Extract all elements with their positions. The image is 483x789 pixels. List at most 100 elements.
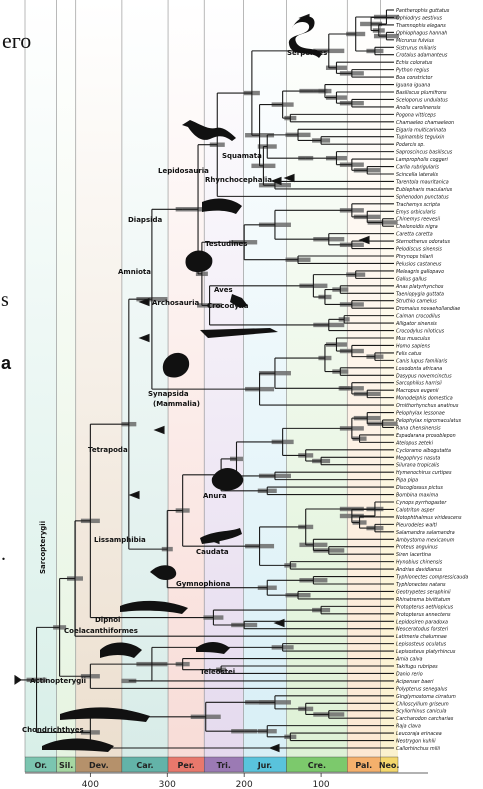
period-label: Sil. [59,761,73,770]
clade-label-aves: Aves [214,286,233,294]
clade-label-mammalia: (Mammalia) [153,400,200,408]
taxon-label: Podarcis sp. [396,142,425,148]
margin-text-a: a [1,354,11,372]
taxon-label: Scincella lateralis [396,172,438,178]
taxon-label: Meleagris gallopavo [396,269,444,275]
taxon-label: Typhlonectes compressicauda [396,575,468,581]
taxon-label: Rhinatrema bivittatum [396,597,451,603]
taxon-label: Typhlonectes natans [396,582,446,588]
clade-label-caudata: Caudata [196,548,229,556]
taxon-label: Bombina maxima [396,493,438,499]
taxon-label: Dasypus novemcinctus [396,373,452,379]
taxon-label: Raja clava [396,724,421,730]
taxon-label: Proteus anguinus [396,545,438,551]
taxon-label: Discoglossus pictus [396,485,443,491]
taxon-label: Boa constrictor [396,75,433,81]
taxon-label: Mus musculus [396,336,430,342]
taxon-label: Protopterus aethiopicus [396,604,454,610]
taxon-label: Neoceratodus forsteri [396,627,449,633]
clade-label-lissamphibia: Lissamphibia [94,536,146,544]
taxon-label: Danio rerio [396,671,423,677]
period-band-per [168,0,204,757]
taxon-label: Siren lacertina [396,552,431,558]
taxon-label: Eublepharis macularius [396,187,453,193]
clade-label-anura: Anura [203,492,227,500]
taxon-label: Canis lupus familiaris [396,358,448,364]
taxon-label: Latimeria chalumnae [396,634,447,640]
taxon-label: Iguana iguana [396,83,430,89]
taxon-label: Pelophylax lessonae [396,411,445,417]
taxon-label: Homo sapiens [396,343,430,349]
period-label: Neo. [379,761,400,770]
taxon-label: Emys orbicularis [396,209,436,215]
taxon-label: Gallus gallus [396,276,427,282]
clade-label-sarcopterygii: Sarcopterygii [39,521,47,574]
taxon-label: Anolis carolinensis [395,105,441,111]
taxon-label: Caretta caretta [396,232,433,238]
taxon-label: Espadarana prosoblepon [396,433,456,439]
period-label: Per. [178,761,195,770]
clade-label-tetrapoda: Tetrapoda [88,446,128,454]
taxon-label: Hynobius chinensis [396,560,443,566]
taxon-label: Polypterus senegalus [396,686,448,692]
clade-label-teleostei: Teleostei [200,668,235,676]
taxon-label: Neotrygon kuhlii [396,739,436,745]
taxon-label: Silurana tropicalis [396,463,440,469]
clade-label-lepidosauria: Lepidosauria [158,167,209,175]
taxon-label: Pelodiscus sinensis [396,247,442,253]
period-label: Jur. [257,761,273,770]
taxon-label: Cycloramo albogutatta [396,448,451,454]
taxon-label: Lampropholis coggeri [396,157,449,163]
clade-label-rhynchocephalia: Rhynchocephalia [205,176,272,184]
taxon-label: Andrias davidianus [395,567,442,573]
taxon-label: Lepisosteus oculatus [396,642,447,648]
period-label: Car. [136,761,153,770]
taxon-label: Carcharodon carcharias [396,716,454,722]
taxon-label: Crocodylus niloticus [396,329,445,335]
taxon-label: Megophrys nasuta [396,455,440,461]
period-band-or [25,0,57,757]
taxon-label: Sternotherus odoratus [396,239,450,245]
taxon-label: Anas platyrhynchos [395,284,444,290]
clade-label-archosauria: Archosauria [152,299,200,307]
period-label: Cre. [308,761,326,770]
margin-text-top: его [2,30,31,52]
taxon-label: Rana chensinensis [396,425,441,431]
clade-label-coelacanthiformes: Coelacanthiformes [64,627,138,635]
taxon-label: Protopterus annectens [396,612,451,618]
taxon-label: Ophiodrys aestivus [396,15,442,21]
taxon-label: Leucoraja erinacea [396,731,442,737]
taxon-label: Caiman crocodilus [396,314,441,320]
period-label: Dev. [89,761,109,770]
taxon-label: Chelonoidis nigra [396,224,438,230]
taxon-label: Alligator sinensis [395,321,437,327]
taxon-label: Crotalus adamanteus [396,53,448,59]
clade-label-dipnoi: Dipnoi [95,616,120,624]
taxon-label: Sistrurus miliaris [396,45,437,51]
taxon-label: Chiloscyllium griseum [396,701,449,707]
taxon-label: Monodelphis domestica [396,396,453,402]
taxon-label: Micrurus fulvius [396,38,434,44]
clade-label-synapsida: Synapsida [148,390,189,398]
taxon-label: Atelopus zeteki [395,440,434,446]
taxon-label: Ginglymostoma cirratum [396,694,456,700]
taxon-label: Macropus eugenii [396,388,439,394]
clade-label-serpentes: Serpentes [287,49,327,57]
taxon-label: Thamnophis elegans [396,23,446,29]
taxon-label: Callorhinchus milii [396,746,441,752]
taxon-label: Trachemys scripta [396,202,440,208]
period-label: Tri. [217,761,231,770]
taxon-label: Sphenodon punctatus [396,194,449,200]
taxon-label: Taeniopygia guttata [396,291,444,297]
taxon-label: Pelusios castaneus [396,261,442,267]
clade-label-diapsida: Diapsida [128,216,163,224]
taxon-label: Geotrypetes seraphinii [396,589,451,595]
taxon-label: Pantherophis guttatus [396,8,450,14]
taxon-label: Felis catus [396,351,422,357]
axis-tick-label: 400 [82,780,99,789]
clade-label-testudines: Testudines [205,240,247,248]
clade-label-actinopterygii: Actinopterygii [30,677,86,685]
taxon-label: Python regius [396,68,429,74]
clade-label-squamata: Squamata [222,152,262,160]
taxon-label: Pleurodeles waltl [396,522,438,528]
